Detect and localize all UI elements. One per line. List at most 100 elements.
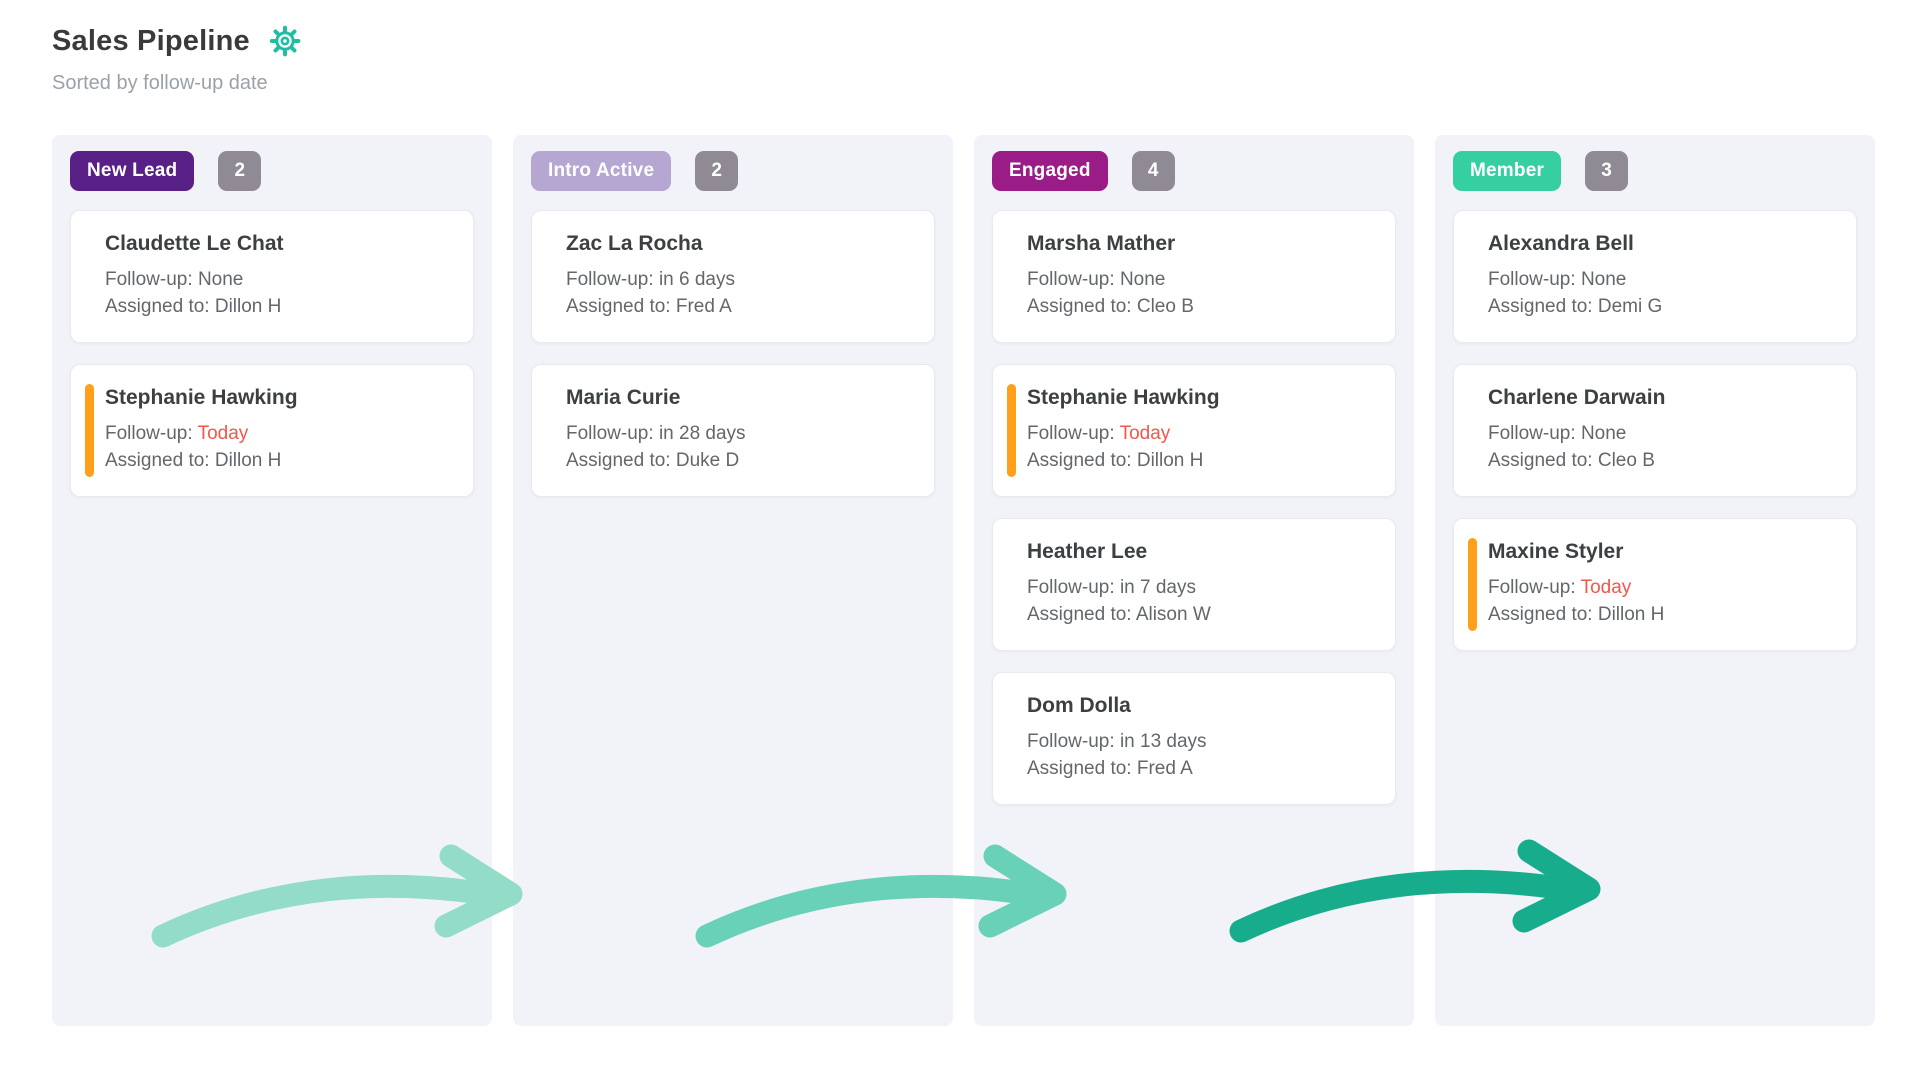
followup-label: Follow-up: bbox=[1027, 422, 1115, 444]
followup-value: None bbox=[1119, 269, 1166, 290]
sort-status-text: Sorted by follow-up date bbox=[52, 72, 268, 94]
stage-badge: New Lead bbox=[70, 151, 195, 191]
column-header: Member 3 bbox=[1453, 151, 1857, 191]
assigned-label: Assigned to: bbox=[566, 449, 671, 471]
assigned-label: Assigned to: bbox=[1027, 295, 1132, 317]
pipeline-board: New Lead 2 Claudette Le Chat Follow-up: … bbox=[52, 135, 1875, 1026]
followup-value: in 13 days bbox=[1119, 730, 1207, 752]
assigned-value: Cleo B bbox=[1597, 449, 1655, 471]
card-name: Zac La Rocha bbox=[566, 232, 703, 255]
page-header: Sales Pipeline bbox=[0, 0, 1920, 95]
card-followup-line: Follow-up: in 13 days bbox=[1027, 729, 1371, 756]
followup-value: None bbox=[1580, 422, 1627, 444]
card-name: Dom Dolla bbox=[1027, 693, 1131, 717]
followup-value: in 28 days bbox=[658, 422, 746, 444]
pipeline-column: Intro Active 2 Zac La Rocha Follow-up: i… bbox=[513, 135, 953, 1026]
card-name: Stephanie Hawking bbox=[105, 385, 298, 409]
settings-gear-icon[interactable] bbox=[268, 24, 302, 58]
card-name: Claudette Le Chat bbox=[105, 232, 284, 255]
followup-label: Follow-up: bbox=[105, 269, 193, 290]
card-assigned-line: Assigned to: Dillon H bbox=[105, 448, 449, 475]
lead-card[interactable]: Zac La Rocha Follow-up: in 6 days Assign… bbox=[531, 210, 935, 343]
pipeline-column: New Lead 2 Claudette Le Chat Follow-up: … bbox=[52, 135, 492, 1026]
count-badge: 2 bbox=[218, 151, 262, 191]
followup-value: in 6 days bbox=[658, 269, 735, 290]
card-assigned-line: Assigned to: Alison W bbox=[1027, 602, 1371, 629]
stage-badge: Engaged bbox=[992, 151, 1108, 191]
card-list: Alexandra Bell Follow-up: None Assigned … bbox=[1453, 210, 1857, 651]
count-badge: 4 bbox=[1131, 151, 1175, 191]
assigned-label: Assigned to: bbox=[566, 295, 671, 317]
pipeline-column: Engaged 4 Marsha Mather Follow-up: None … bbox=[974, 135, 1414, 1026]
stage-badge: Member bbox=[1453, 151, 1562, 191]
lead-card[interactable]: Dom Dolla Follow-up: in 13 days Assigned… bbox=[992, 671, 1396, 805]
count-badge: 3 bbox=[1585, 151, 1629, 191]
lead-card[interactable]: Stephanie Hawking Follow-up: Today Assig… bbox=[992, 363, 1396, 497]
card-assigned-line: Assigned to: Fred A bbox=[566, 294, 910, 321]
card-name: Alexandra Bell bbox=[1488, 232, 1634, 255]
followup-label: Follow-up: bbox=[1027, 730, 1115, 752]
column-header: Engaged 4 bbox=[992, 151, 1396, 191]
card-assigned-line: Assigned to: Cleo B bbox=[1027, 294, 1371, 321]
assigned-value: Dillon H bbox=[1136, 449, 1204, 471]
followup-label: Follow-up: bbox=[1027, 269, 1115, 290]
followup-label: Follow-up: bbox=[566, 269, 654, 290]
card-assigned-line: Assigned to: Dillon H bbox=[1488, 602, 1832, 629]
card-list: Marsha Mather Follow-up: None Assigned t… bbox=[992, 210, 1396, 805]
followup-label: Follow-up: bbox=[1488, 269, 1576, 290]
page-title: Sales Pipeline bbox=[52, 24, 250, 57]
followup-value: in 7 days bbox=[1119, 576, 1196, 598]
lead-card[interactable]: Maxine Styler Follow-up: Today Assigned … bbox=[1453, 517, 1857, 651]
followup-value: None bbox=[1580, 269, 1627, 290]
card-followup-line: Follow-up: None bbox=[1488, 421, 1832, 448]
assigned-value: Dillon H bbox=[214, 449, 282, 471]
assigned-value: Dillon H bbox=[1597, 603, 1665, 625]
lead-card[interactable]: Alexandra Bell Follow-up: None Assigned … bbox=[1453, 210, 1857, 343]
card-followup-line: Follow-up: Today bbox=[105, 421, 449, 448]
count-badge: 2 bbox=[695, 151, 739, 191]
assigned-label: Assigned to: bbox=[1488, 449, 1593, 471]
assigned-value: Cleo B bbox=[1136, 295, 1194, 317]
card-assigned-line: Assigned to: Duke D bbox=[566, 448, 910, 475]
pipeline-column: Member 3 Alexandra Bell Follow-up: None … bbox=[1435, 135, 1875, 1026]
card-assigned-line: Assigned to: Fred A bbox=[1027, 756, 1371, 783]
card-followup-line: Follow-up: None bbox=[1488, 267, 1832, 294]
followup-value: Today bbox=[197, 422, 249, 444]
card-list: Zac La Rocha Follow-up: in 6 days Assign… bbox=[531, 210, 935, 497]
card-name: Marsha Mather bbox=[1027, 232, 1176, 255]
card-followup-line: Follow-up: in 6 days bbox=[566, 267, 910, 294]
card-name: Heather Lee bbox=[1027, 539, 1148, 563]
followup-label: Follow-up: bbox=[1488, 422, 1576, 444]
card-followup-line: Follow-up: in 28 days bbox=[566, 421, 910, 448]
followup-label: Follow-up: bbox=[566, 422, 654, 444]
lead-card[interactable]: Claudette Le Chat Follow-up: None Assign… bbox=[70, 210, 474, 343]
card-followup-line: Follow-up: None bbox=[105, 267, 449, 294]
followup-value: Today bbox=[1119, 422, 1171, 444]
lead-card[interactable]: Maria Curie Follow-up: in 28 days Assign… bbox=[531, 363, 935, 497]
followup-value: None bbox=[197, 269, 244, 290]
priority-flag-bar bbox=[1468, 537, 1477, 631]
card-assigned-line: Assigned to: Cleo B bbox=[1488, 448, 1832, 475]
assigned-label: Assigned to: bbox=[1027, 603, 1132, 625]
followup-label: Follow-up: bbox=[105, 422, 193, 444]
card-followup-line: Follow-up: None bbox=[1027, 267, 1371, 294]
assigned-value: Fred A bbox=[675, 295, 732, 317]
card-followup-line: Follow-up: Today bbox=[1488, 575, 1832, 602]
card-name: Charlene Darwain bbox=[1488, 385, 1666, 409]
lead-card[interactable]: Stephanie Hawking Follow-up: Today Assig… bbox=[70, 363, 474, 497]
assigned-label: Assigned to: bbox=[1488, 295, 1593, 317]
lead-card[interactable]: Heather Lee Follow-up: in 7 days Assigne… bbox=[992, 517, 1396, 651]
column-header: Intro Active 2 bbox=[531, 151, 935, 191]
column-header: New Lead 2 bbox=[70, 151, 474, 191]
lead-card[interactable]: Charlene Darwain Follow-up: None Assigne… bbox=[1453, 363, 1857, 497]
assigned-value: Demi G bbox=[1597, 295, 1663, 317]
assigned-label: Assigned to: bbox=[1488, 603, 1593, 625]
lead-card[interactable]: Marsha Mather Follow-up: None Assigned t… bbox=[992, 210, 1396, 343]
priority-flag-bar bbox=[1007, 383, 1016, 477]
card-followup-line: Follow-up: in 7 days bbox=[1027, 575, 1371, 602]
card-assigned-line: Assigned to: Dillon H bbox=[105, 294, 449, 321]
assigned-value: Dillon H bbox=[214, 295, 282, 317]
stage-badge: Intro Active bbox=[531, 151, 672, 191]
card-name: Stephanie Hawking bbox=[1027, 385, 1220, 409]
followup-label: Follow-up: bbox=[1027, 576, 1115, 598]
